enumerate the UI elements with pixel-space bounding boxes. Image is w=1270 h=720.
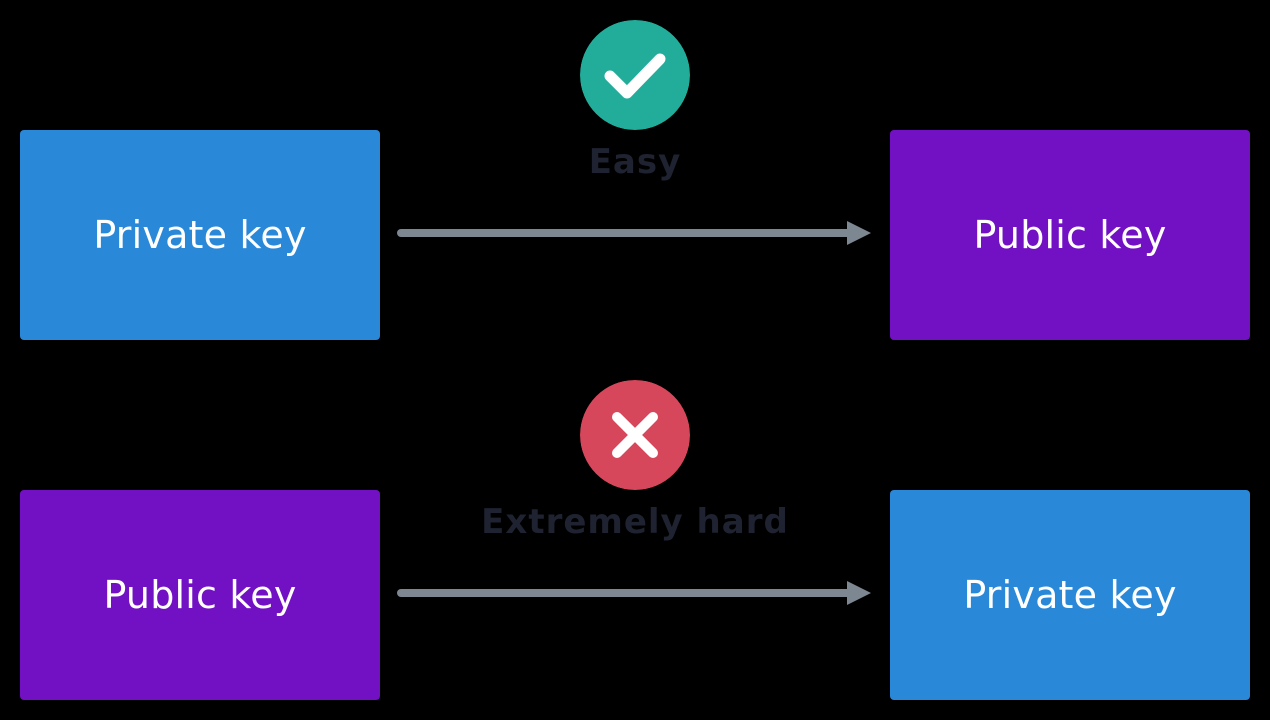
public-key-box: Public key: [890, 130, 1250, 340]
public-key-box: Public key: [20, 490, 380, 700]
check-icon: [580, 20, 690, 130]
easy-caption: Easy: [588, 142, 682, 182]
box-label: Public key: [973, 213, 1167, 257]
arrow-right-icon: [397, 581, 871, 605]
box-label: Public key: [103, 573, 297, 617]
box-label: Private key: [963, 573, 1177, 617]
box-label: Private key: [93, 213, 307, 257]
extremely-hard-caption: Extremely hard: [481, 502, 789, 542]
cross-icon: [580, 380, 690, 490]
arrow-right-icon: [397, 221, 871, 245]
private-key-box: Private key: [20, 130, 380, 340]
private-key-box: Private key: [890, 490, 1250, 700]
